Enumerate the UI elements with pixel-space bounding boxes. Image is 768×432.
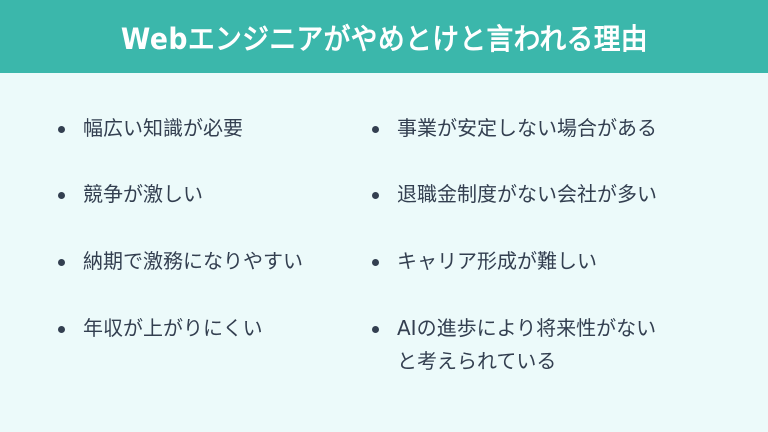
list-item-label: 競争が激しい	[83, 182, 203, 206]
bullet-icon	[372, 326, 379, 333]
list-item-label: 退職金制度がない会社が多い	[397, 182, 657, 206]
bullet-icon	[372, 192, 379, 199]
list-item: 幅広い知識が必要	[58, 112, 243, 145]
list-item-label: 事業が安定しない場合がある	[397, 116, 657, 140]
list-item: AIの進歩により将来性がない と考えられている	[372, 312, 656, 378]
list-item: 事業が安定しない場合がある	[372, 112, 657, 145]
list-item-label: キャリア形成が難しい	[397, 249, 597, 273]
bullet-icon	[58, 192, 65, 199]
title-banner: Webエンジニアがやめとけと言われる理由	[0, 0, 768, 73]
list-item-label: 納期で激務になりやすい	[83, 249, 303, 273]
page-title: Webエンジニアがやめとけと言われる理由	[120, 21, 648, 56]
bullet-icon	[372, 126, 379, 133]
list-item: 退職金制度がない会社が多い	[372, 178, 657, 211]
list-item: 納期で激務になりやすい	[58, 245, 303, 278]
list-item-label: AIの進歩により将来性がない と考えられている	[397, 316, 657, 373]
bullet-icon	[372, 259, 379, 266]
list-item-label: 年収が上がりにくい	[83, 316, 263, 340]
list-item: キャリア形成が難しい	[372, 245, 597, 278]
bullet-icon	[58, 126, 65, 133]
bullet-icon	[58, 259, 65, 266]
list-item-label: 幅広い知識が必要	[83, 116, 243, 140]
bullet-icon	[58, 326, 65, 333]
list-item: 年収が上がりにくい	[58, 312, 263, 345]
list-item: 競争が激しい	[58, 178, 203, 211]
